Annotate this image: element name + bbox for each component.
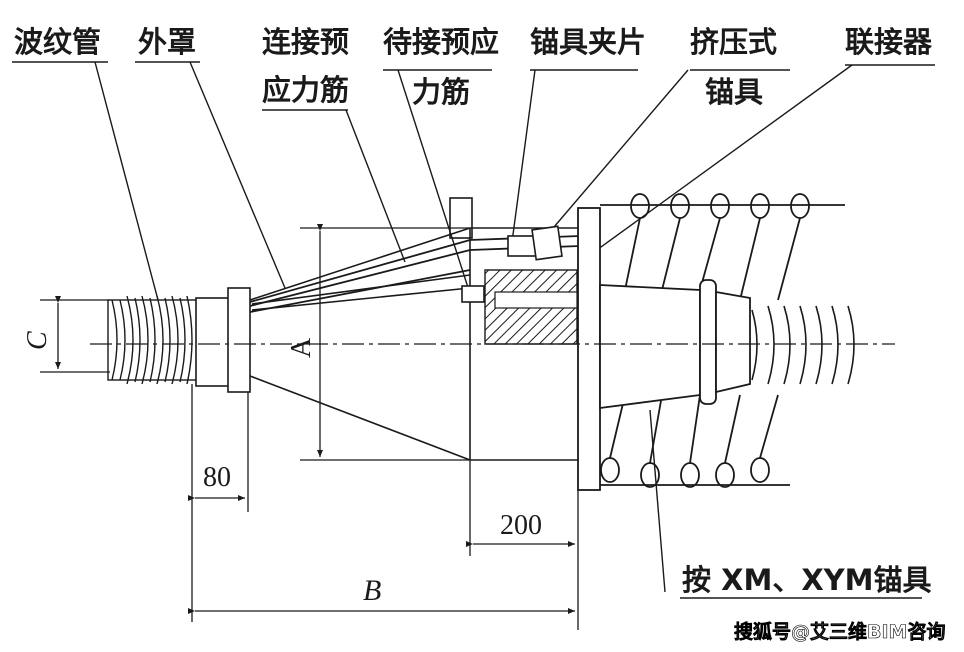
tendons	[249, 235, 581, 313]
dimension-lines	[40, 224, 579, 630]
label-pending-tendon-1: 待接预应	[383, 25, 499, 59]
label-extrusion-anchor-1: 挤压式	[690, 25, 777, 59]
label-corrugated-pipe: 波纹管	[14, 25, 101, 59]
label-connect-tendon-2: 应力筋	[262, 73, 349, 107]
anchor-clip-parts	[461, 225, 563, 303]
outer-cover-neck	[195, 287, 251, 393]
watermark-text: 搜狐号@艾三维BIM咨询	[734, 620, 945, 643]
label-per-xm-anchor: 按 XM、XYM锚具	[682, 563, 932, 597]
dim-c: C	[22, 331, 53, 350]
dim-200: 200	[500, 510, 542, 541]
label-pending-tendon-2: 力筋	[412, 75, 470, 109]
label-connect-tendon-1: 连接预	[262, 25, 349, 59]
leader-lines	[12, 61, 935, 599]
anchor-body-hatched	[484, 269, 578, 345]
connector-plate	[577, 207, 601, 491]
corrugated-pipe-left	[107, 295, 199, 385]
label-outer-cover: 外罩	[138, 25, 196, 59]
extrusion-anchor-body	[599, 279, 751, 410]
label-anchor-clip: 锚具夹片	[530, 25, 646, 59]
dim-b: B	[363, 574, 381, 607]
cap-block	[449, 197, 473, 239]
corrugated-pipe-right	[751, 305, 855, 385]
label-extrusion-anchor-2: 锚具	[705, 75, 763, 109]
spiral-reinforcement	[600, 193, 845, 488]
dim-80: 80	[203, 462, 231, 493]
label-connector: 联接器	[845, 25, 933, 59]
dim-a: A	[286, 337, 317, 358]
